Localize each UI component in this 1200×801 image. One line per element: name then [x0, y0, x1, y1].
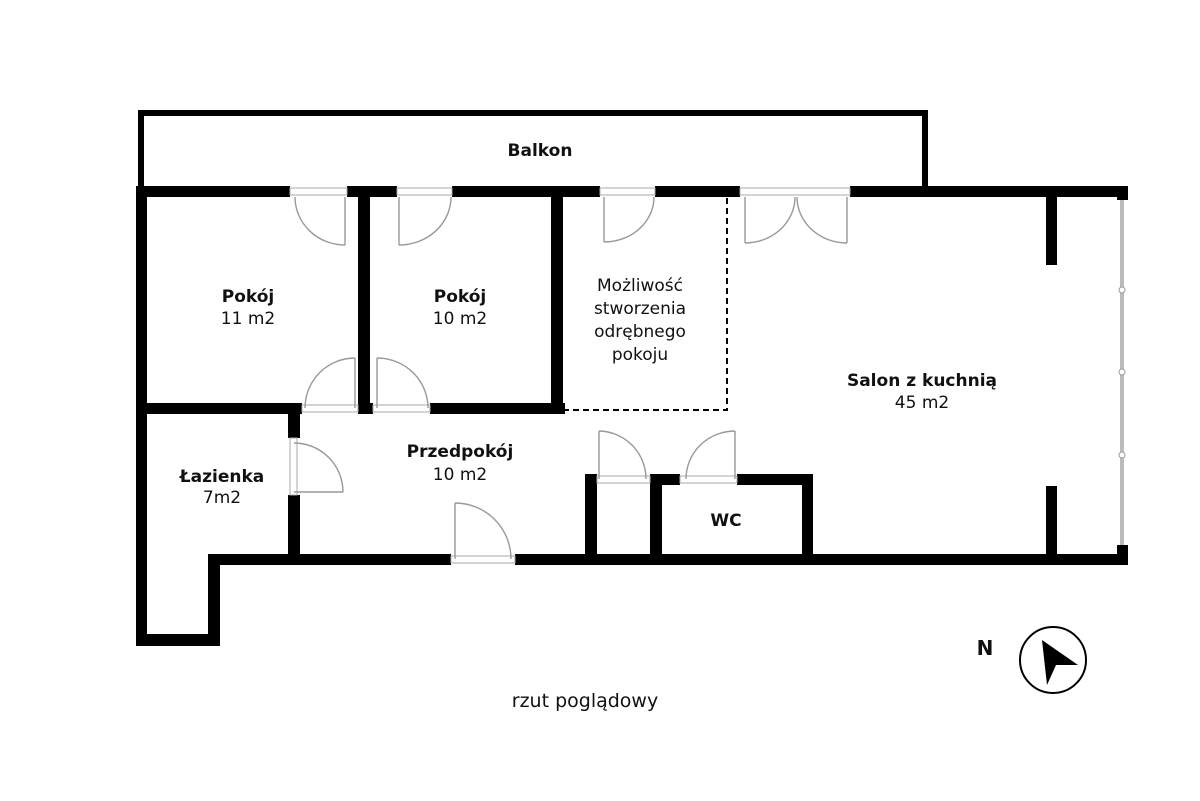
- room-area-salon: 45 m2: [895, 393, 949, 413]
- door-lazienka: [293, 442, 344, 493]
- doors: [293, 196, 848, 560]
- room-area-pokoj1: 11 m2: [221, 309, 275, 329]
- optional-room-line: Możliwość: [597, 276, 683, 296]
- room-label-pokoj2: Pokój: [434, 287, 487, 307]
- optional-partition: [563, 197, 728, 411]
- walls: [136, 186, 1128, 646]
- north-arrow-icon: [1019, 626, 1087, 694]
- door-salon-balkon-right: [796, 196, 848, 244]
- door-pokoj1-balkon: [294, 196, 346, 246]
- optional-room-line: pokoju: [612, 345, 668, 365]
- door-pokoj2-balkon: [398, 196, 452, 246]
- window: [1118, 200, 1126, 545]
- door-wc: [685, 430, 736, 480]
- room-area-pokoj2: 10 m2: [433, 309, 487, 329]
- room-label-pokoj1: Pokój: [222, 287, 275, 307]
- door-closet: [598, 430, 647, 480]
- room-label-lazienka: Łazienka: [179, 467, 265, 487]
- door-optional-balkon: [603, 196, 655, 243]
- optional-room-line: odrębnego: [594, 322, 686, 342]
- room-area-lazienka: 7m2: [203, 488, 241, 508]
- room-area-przedpokoj: 10 m2: [433, 465, 487, 485]
- room-label-balkon: Balkon: [508, 141, 573, 161]
- door-frames: [289, 187, 851, 564]
- optional-room-line: stworzenia: [594, 299, 686, 319]
- balcony-outline: [138, 110, 928, 190]
- room-label-salon: Salon z kuchnią: [847, 371, 997, 391]
- door-pokoj1: [304, 357, 356, 409]
- room-label-wc: WC: [710, 511, 741, 531]
- door-entrance: [454, 502, 512, 560]
- door-salon-balkon-left: [744, 196, 796, 244]
- compass-label: N: [977, 636, 994, 660]
- door-pokoj2: [376, 357, 429, 409]
- caption: rzut poglądowy: [512, 690, 658, 712]
- room-label-przedpokoj: Przedpokój: [407, 442, 514, 462]
